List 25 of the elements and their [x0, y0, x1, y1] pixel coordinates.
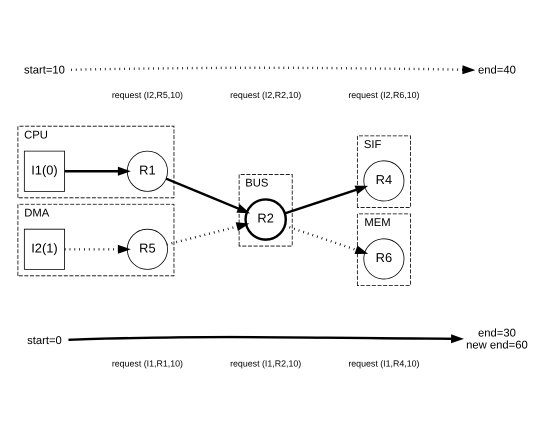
arrow [166, 222, 250, 246]
node-box: I2(1) [24, 228, 65, 270]
label: request (I2,R5,10) [112, 90, 183, 100]
node-circle: R5 [126, 228, 168, 270]
label: request (I1,R1,10) [112, 358, 183, 369]
arrow [284, 224, 368, 254]
label: request (I1,R4,10) [348, 358, 420, 369]
node-circle: R1 [126, 150, 168, 192]
label: request (I2,R6,10) [348, 90, 420, 100]
arrow [166, 178, 250, 214]
arrow [64, 244, 131, 254]
node-box: I1(0) [24, 150, 65, 192]
arrow [68, 334, 464, 344]
arrow [64, 166, 131, 176]
arrow [284, 186, 368, 215]
node-text: start=0 [27, 334, 62, 347]
label: request (I1,R2,10) [230, 358, 302, 369]
node-text: start=10 [24, 64, 65, 77]
node-circle: R2 [244, 198, 287, 241]
label: request (I2,R2,10) [230, 90, 302, 100]
node-circle: R4 [363, 160, 404, 202]
node-text: end=40 [478, 64, 516, 77]
node-text: end=30 new end=60 [466, 327, 528, 352]
node-circle: R6 [363, 238, 404, 280]
arrow [71, 65, 476, 74]
